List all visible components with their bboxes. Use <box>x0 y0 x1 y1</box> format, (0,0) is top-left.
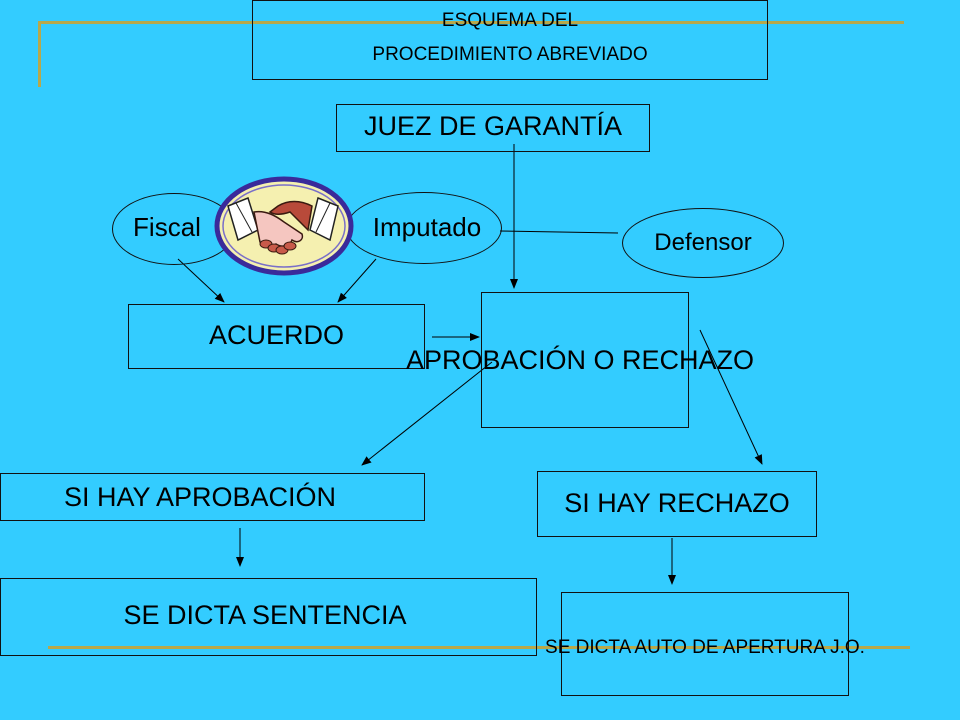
si-aprobacion-box <box>0 473 425 521</box>
title-line-1: ESQUEMA DEL <box>441 10 579 31</box>
acuerdo-label: ACUERDO <box>208 320 344 350</box>
line-imputado-defensor <box>499 230 619 234</box>
decor-line-bottom <box>48 646 910 649</box>
juez-box <box>336 104 650 152</box>
imputado-label: Imputado <box>372 212 482 242</box>
title-box <box>252 0 768 80</box>
arrow-aprobacion-to-si-aprobacion <box>361 361 493 466</box>
sentencia-box <box>0 578 537 656</box>
fiscal-label: Fiscal <box>133 212 201 242</box>
si-rechazo-label: SI HAY RECHAZO <box>564 488 790 518</box>
si-rechazo-box <box>537 471 817 537</box>
juez-label: JUEZ DE GARANTÍA <box>363 111 623 141</box>
handshake-icon <box>214 176 354 276</box>
auto-apertura-box <box>561 592 849 696</box>
acuerdo-box <box>128 304 425 369</box>
defensor-label: Defensor <box>654 229 752 256</box>
auto-apertura-label: SE DICTA AUTO DE APERTURA J.O. <box>545 637 865 658</box>
arrow-imputado-to-acuerdo <box>337 258 377 303</box>
decor-line-top <box>38 21 904 24</box>
si-aprobacion-label: SI HAY APROBACIÓN <box>63 482 337 512</box>
arrow-aprobacion-to-si-rechazo <box>699 329 763 465</box>
arrow-fiscal-to-acuerdo <box>177 258 225 303</box>
aprobacion-rechazo-label: APROBACIÓN O RECHAZO <box>405 345 755 375</box>
defensor-ellipse <box>622 208 784 278</box>
decor-line-left <box>38 21 41 87</box>
aprobacion-rechazo-box <box>481 292 689 428</box>
sentencia-label: SE DICTA SENTENCIA <box>123 600 407 630</box>
title-line-2: PROCEDIMIENTO ABREVIADO <box>372 44 648 65</box>
